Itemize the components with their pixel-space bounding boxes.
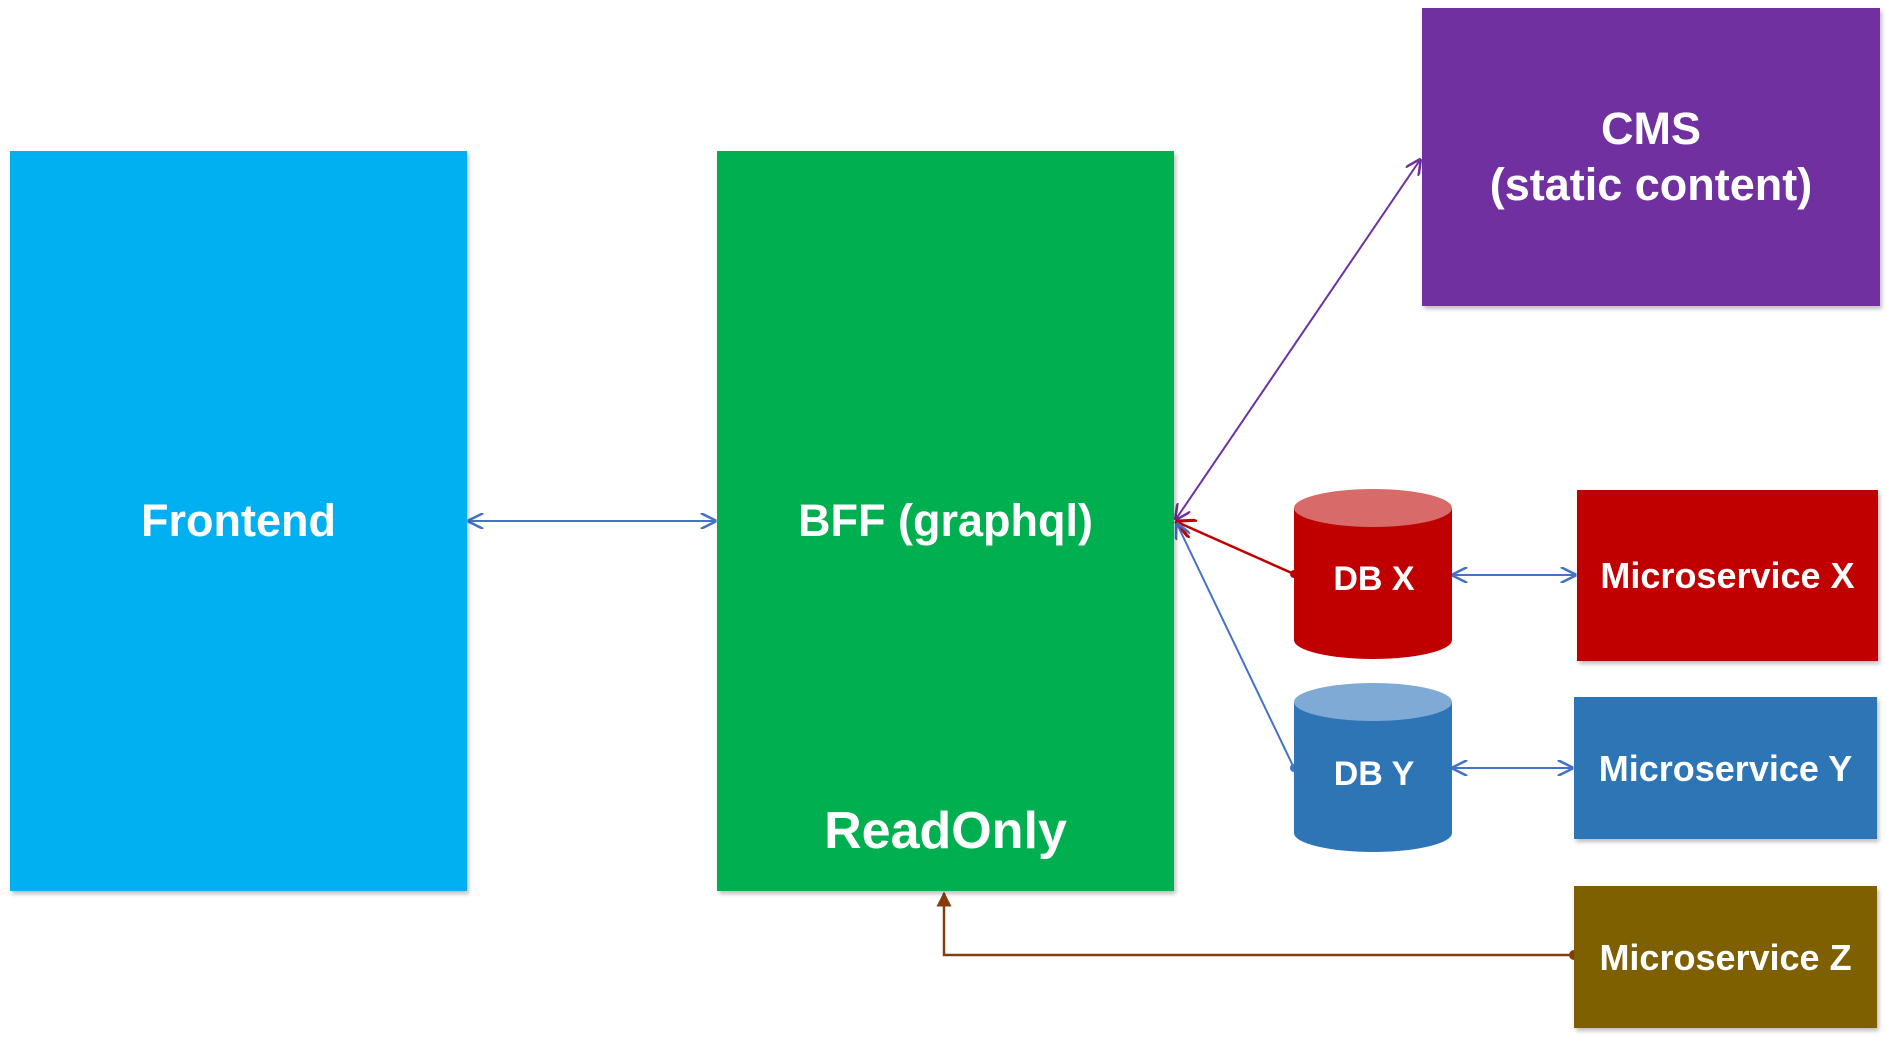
microservice-x-box: Microservice X: [1577, 490, 1878, 661]
bff-label: BFF (graphql): [798, 494, 1093, 546]
cms-box: CMS (static content): [1422, 8, 1880, 306]
db-y-cylinder: [1294, 683, 1452, 852]
db-x-cylinder: [1294, 489, 1452, 659]
frontend-label: Frontend: [141, 494, 336, 546]
dby-bff-connector: [1177, 524, 1295, 769]
dbx-bff-connector: [1177, 522, 1295, 576]
bff-cms-connector: [1176, 160, 1420, 519]
microservice-z-bff-connector: [936, 891, 1574, 957]
bff-readonly-label: ReadOnly: [824, 802, 1067, 860]
cms-label: CMS (static content): [1489, 102, 1813, 210]
microservice-z-label: Microservice Z: [1599, 936, 1852, 978]
db-y-label: DB Y: [1333, 755, 1415, 793]
db-x-label: DB X: [1333, 560, 1415, 598]
microservice-y-box: Microservice Y: [1574, 697, 1877, 839]
frontend-box: Frontend: [10, 151, 467, 891]
bff-box: BFF (graphql) ReadOnly: [717, 151, 1174, 891]
microservice-y-label: Microservice Y: [1598, 747, 1853, 789]
microservice-z-box: Microservice Z: [1574, 886, 1877, 1028]
microservice-x-label: Microservice X: [1600, 555, 1855, 596]
